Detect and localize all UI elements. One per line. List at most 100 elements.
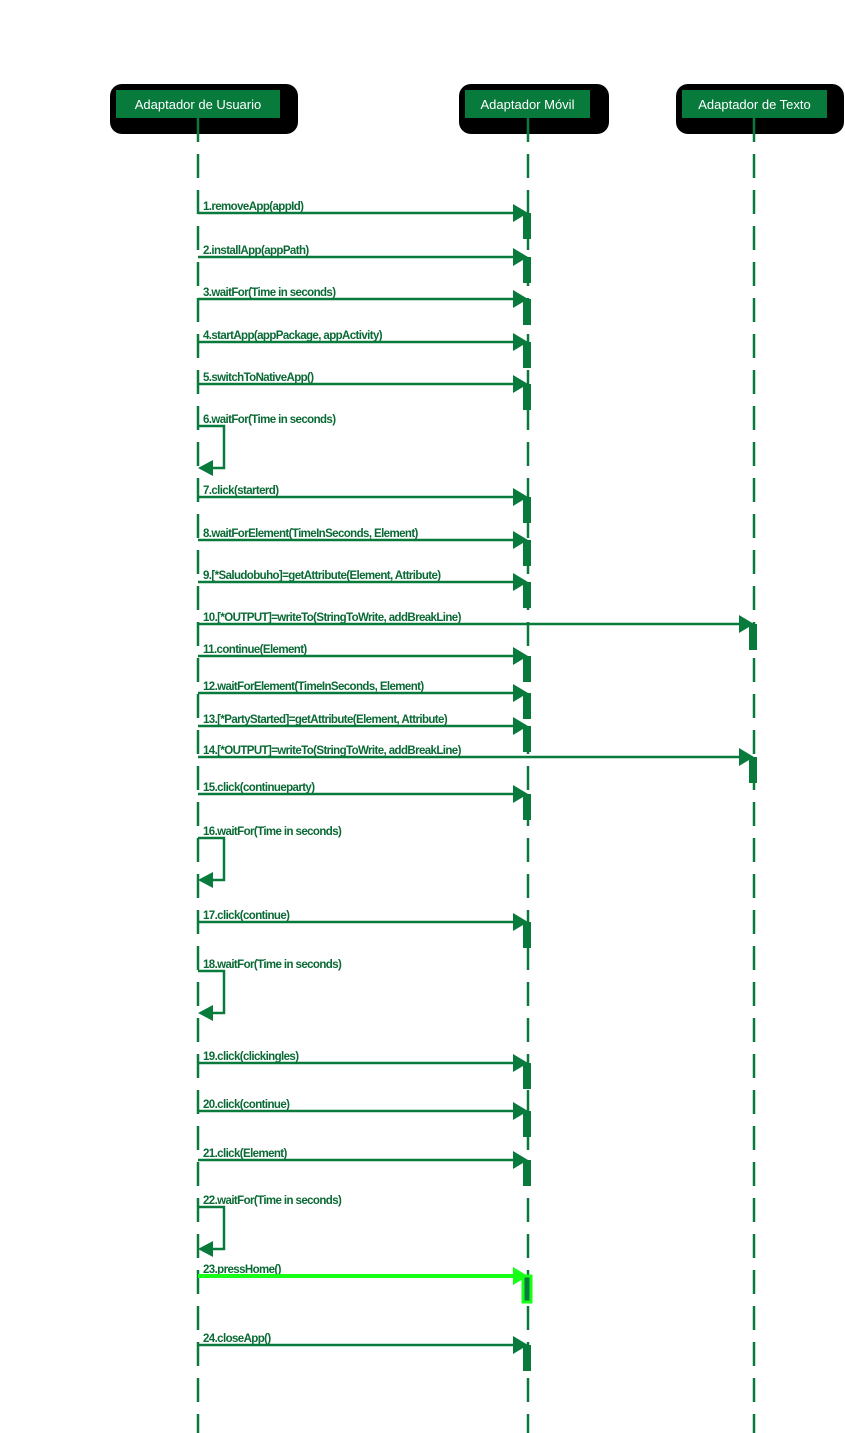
arrowhead-icon [513, 1054, 528, 1072]
message-15[interactable]: 15.click(continueparty) [198, 782, 531, 820]
message-label: 24.closeApp() [203, 1333, 271, 1345]
message-14[interactable]: 14.[*OUTPUT]=writeTo(StringToWrite, addB… [198, 745, 757, 783]
message-label: 3.waitFor(Time in seconds) [203, 287, 336, 299]
activation-bar [523, 540, 531, 566]
message-10[interactable]: 10.[*OUTPUT]=writeTo(StringToWrite, addB… [198, 612, 757, 650]
message-label: 19.click(clickingles) [203, 1051, 299, 1063]
message-label: 14.[*OUTPUT]=writeTo(StringToWrite, addB… [203, 745, 462, 757]
arrowhead-icon [513, 1267, 528, 1285]
message-1[interactable]: 1.removeApp(appId) [198, 201, 531, 239]
message-5[interactable]: 5.switchToNativeApp() [198, 372, 531, 410]
arrowhead-icon [513, 531, 528, 549]
message-12[interactable]: 12.waitForElement(TimeInSeconds, Element… [198, 681, 531, 719]
lifeline-header-usuario[interactable]: Adaptador de Usuario [116, 90, 280, 118]
arrowhead-icon [513, 1102, 528, 1120]
message-21[interactable]: 21.click(Element) [198, 1148, 531, 1186]
arrowhead-icon [513, 248, 528, 266]
message-label: 1.removeApp(appId) [203, 201, 304, 213]
self-message-line [198, 424, 226, 470]
activation-bar [749, 624, 757, 650]
message-11[interactable]: 11.continue(Element) [198, 644, 531, 682]
arrowhead-icon [513, 647, 528, 665]
activation-bar [521, 1274, 533, 1304]
message-22[interactable]: 22.waitFor(Time in seconds) [198, 1195, 343, 1257]
arrowhead-icon [513, 1336, 528, 1354]
activation-bar [523, 922, 531, 948]
message-label: 21.click(Element) [203, 1148, 288, 1160]
activation-bar [523, 1111, 531, 1137]
message-23[interactable]: 23.pressHome() [198, 1264, 533, 1304]
message-label: 7.click(starterd) [203, 485, 279, 497]
message-18[interactable]: 18.waitFor(Time in seconds) [198, 959, 343, 1021]
arrowhead-icon [739, 615, 754, 633]
activation-bar [523, 384, 531, 410]
message-4[interactable]: 4.startApp(appPackage, appActivity) [198, 330, 531, 368]
arrowhead-icon [513, 1151, 528, 1169]
message-6[interactable]: 6.waitFor(Time in seconds) [198, 414, 337, 476]
activation-bar [523, 213, 531, 239]
arrowhead-icon [513, 573, 528, 591]
arrowhead-icon [513, 913, 528, 931]
messages: 1.removeApp(appId) 2.installApp(appPath) 3… [198, 201, 757, 1371]
arrowhead-icon [198, 872, 213, 888]
activation-bar [523, 342, 531, 368]
message-label: 12.waitForElement(TimeInSeconds, Element… [203, 681, 424, 693]
message-19[interactable]: 19.click(clickingles) [198, 1051, 531, 1089]
activation-bar [749, 757, 757, 783]
message-label: 11.continue(Element) [203, 644, 307, 656]
message-8[interactable]: 8.waitForElement(TimeInSeconds, Element) [198, 528, 531, 566]
arrowhead-icon [513, 290, 528, 308]
message-label: 8.waitForElement(TimeInSeconds, Element) [203, 528, 419, 540]
message-label: 15.click(continueparty) [203, 782, 315, 794]
activation-bar [523, 726, 531, 752]
activation-bar [523, 1160, 531, 1186]
message-3[interactable]: 3.waitFor(Time in seconds) [198, 287, 531, 325]
lifeline-header-texto[interactable]: Adaptador de Texto [682, 90, 827, 118]
arrowhead-icon [198, 460, 213, 476]
message-label: 9.[*Saludobuho]=getAttribute(Element, At… [203, 570, 441, 582]
arrowhead-icon [739, 748, 754, 766]
message-label: 10.[*OUTPUT]=writeTo(StringToWrite, addB… [203, 612, 462, 624]
arrowhead-icon [198, 1005, 213, 1021]
message-17[interactable]: 17.click(continue) [198, 910, 531, 948]
lifeline-header-movil[interactable]: Adaptador Móvil [465, 90, 590, 118]
activation-bar [523, 1345, 531, 1371]
activation-bar [523, 497, 531, 523]
self-message-line [198, 969, 226, 1015]
message-16[interactable]: 16.waitFor(Time in seconds) [198, 826, 343, 888]
arrowhead-icon [513, 684, 528, 702]
message-label: 20.click(continue) [203, 1099, 290, 1111]
message-label: 6.waitFor(Time in seconds) [203, 414, 336, 426]
activation-bar [523, 257, 531, 283]
activation-bar [523, 582, 531, 608]
message-13[interactable]: 13.[*PartyStarted]=getAttribute(Element,… [198, 714, 531, 752]
self-message-line [198, 1205, 226, 1251]
message-label: 2.installApp(appPath) [203, 245, 309, 257]
arrowhead-icon [513, 717, 528, 735]
message-label: 5.switchToNativeApp() [203, 372, 314, 384]
activation-bar [523, 693, 531, 719]
message-label: 18.waitFor(Time in seconds) [203, 959, 342, 971]
message-label: 23.pressHome() [203, 1264, 282, 1276]
activation-bar [523, 299, 531, 325]
activation-bar [523, 1063, 531, 1089]
message-label: 17.click(continue) [203, 910, 290, 922]
activation-bar [523, 794, 531, 820]
message-label: 22.waitFor(Time in seconds) [203, 1195, 342, 1207]
message-24[interactable]: 24.closeApp() [198, 1333, 531, 1371]
self-message-line [198, 836, 226, 882]
arrowhead-icon [513, 375, 528, 393]
arrowhead-icon [513, 785, 528, 803]
arrowhead-icon [198, 1241, 213, 1257]
lifelines [196, 118, 756, 1433]
arrowhead-icon [513, 488, 528, 506]
message-label: 16.waitFor(Time in seconds) [203, 826, 342, 838]
arrowhead-icon [513, 333, 528, 351]
message-2[interactable]: 2.installApp(appPath) [198, 245, 531, 283]
activation-bar [523, 656, 531, 682]
message-20[interactable]: 20.click(continue) [198, 1099, 531, 1137]
message-7[interactable]: 7.click(starterd) [198, 485, 531, 523]
message-9[interactable]: 9.[*Saludobuho]=getAttribute(Element, At… [198, 570, 531, 608]
message-label: 13.[*PartyStarted]=getAttribute(Element,… [203, 714, 448, 726]
